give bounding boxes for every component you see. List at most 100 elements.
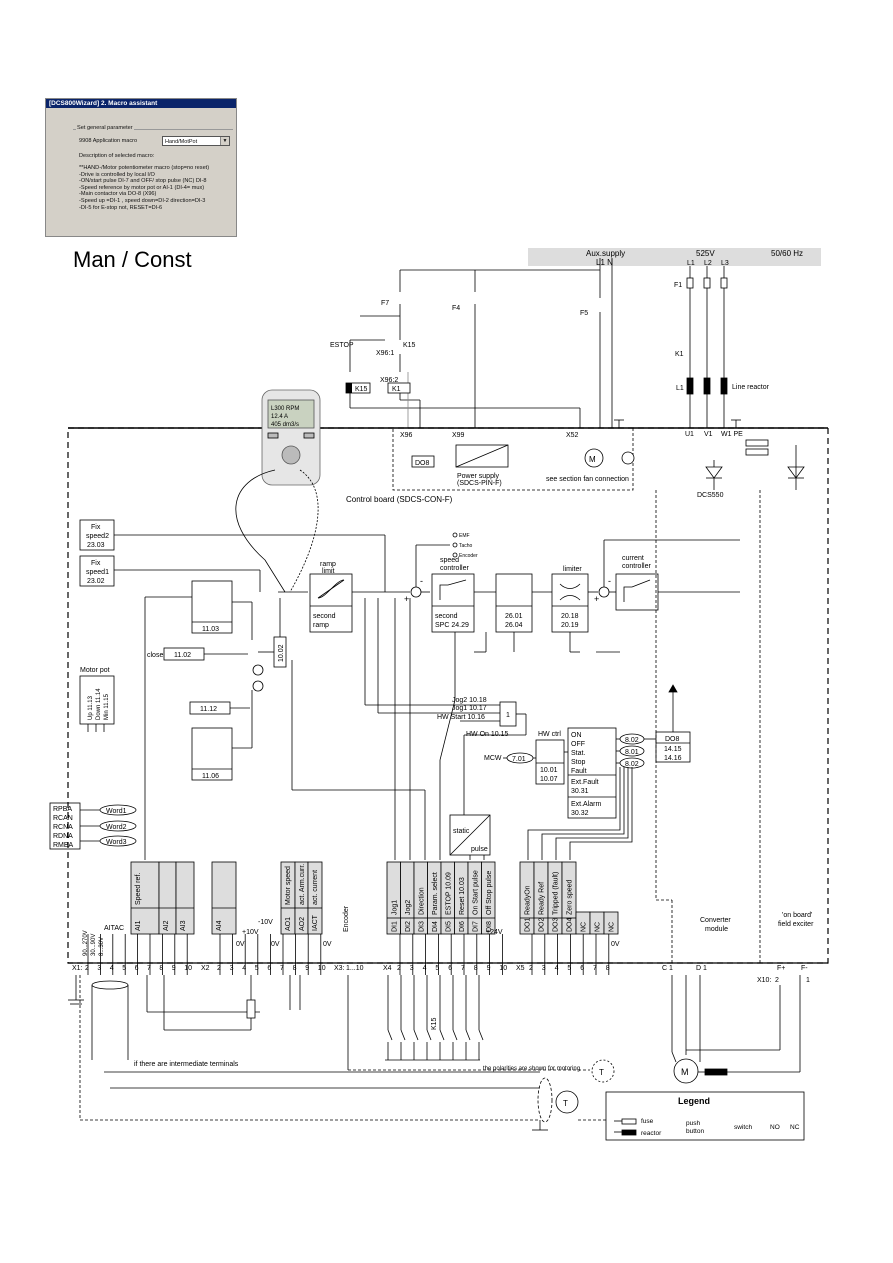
description-line: -Speed up =DI-1 , speed down=DI-2 direct…: [79, 197, 206, 204]
speed-ctrl-label: speed: [440, 557, 459, 564]
l2-label: L2: [704, 260, 712, 267]
digital-output-name: DO4: [567, 918, 574, 933]
analog-io-name: AI2: [163, 920, 170, 931]
freq-label: 50/60 Hz: [771, 249, 803, 258]
k1-label: K1: [675, 351, 684, 358]
digital-input-name: DI3: [419, 921, 426, 932]
chevron-down-icon[interactable]: ▼: [220, 137, 229, 145]
limiter-label: limiter: [563, 566, 582, 573]
terminal-x4: 6: [448, 965, 452, 972]
do8b: DO8: [665, 736, 680, 743]
description-line: **HAND-/Motor potentiometer macro (stop=…: [79, 165, 210, 171]
k15-contact-label: K15: [403, 342, 416, 349]
terminal-x4: 2: [397, 965, 401, 972]
voltage-label: 525V: [696, 249, 715, 258]
digital-input-function: Param. select: [432, 872, 439, 915]
mp-down: Down 11.14: [96, 688, 102, 720]
second-spc-label-2: SPC 24.29: [435, 622, 469, 629]
f7-label: F7: [381, 300, 389, 307]
digital-input-name: DI2: [405, 921, 412, 932]
application-macro-select[interactable]: Hand/MotPot ▼: [162, 136, 230, 146]
x1-label: X1:: [72, 965, 83, 972]
digital-output-name: DO1: [525, 918, 532, 933]
p2019: 20.19: [561, 622, 579, 629]
page-title: Man / Const: [73, 247, 192, 272]
group-border: [73, 129, 233, 130]
digital-input-function: Off Stop pulse: [486, 871, 493, 915]
digital-output-name: DO3: [553, 918, 560, 933]
v270: 90...270V: [83, 930, 89, 956]
select-value: Hand/MotPot: [165, 139, 198, 145]
legend-box: [605, 1091, 805, 1141]
input-switches: [387, 975, 484, 1060]
legend-switch: switch: [734, 1124, 752, 1131]
fan-motor-label: M: [589, 455, 596, 464]
terminal-x2: 7: [280, 965, 284, 972]
p1112: 11.12: [200, 706, 217, 713]
v1-label: V1: [704, 431, 713, 438]
fminus-label: F-: [801, 965, 808, 972]
second-ramp-label: second: [313, 613, 336, 620]
terminal-x4: 8: [474, 965, 478, 972]
st-on: ON: [571, 732, 582, 739]
word2: Word2: [106, 824, 127, 831]
description-line: -ON/start pulse DI-7 and OFF/ stop pulse…: [79, 178, 207, 185]
panel-line2: 12.4 A: [271, 414, 288, 420]
p10v: +10V: [242, 929, 259, 936]
w1pe-label: W1 PE: [721, 431, 743, 438]
terminal-x4: 3: [410, 965, 414, 972]
terminal-x1: 2: [85, 965, 89, 972]
ov3: 0V: [323, 941, 332, 948]
analog-io-name: AI3: [180, 920, 187, 931]
v90: 30...90V: [91, 934, 97, 956]
st-stop: Stop: [571, 759, 586, 766]
p2601: 26.01: [505, 613, 523, 620]
fplus-label: F+: [777, 965, 785, 972]
k15-relay-label: K15: [355, 386, 368, 393]
terminal-x5: 6: [580, 965, 584, 972]
digital-input-function: Jog1: [392, 900, 399, 915]
k15-bottom-label: K15: [431, 1017, 438, 1030]
terminal-x1: 4: [110, 965, 114, 972]
digital-input-function: On Start pulse: [473, 870, 480, 915]
ov4: 0V: [611, 941, 620, 948]
word1-tag: [99, 804, 137, 816]
power-supply-label-2: (SDCS-PIN-F): [457, 480, 502, 487]
fix2-label-c: 23.03: [87, 542, 105, 549]
fix1-label-c: 23.02: [87, 578, 105, 585]
aux-circuit: [349, 258, 624, 428]
description-line: -Drive is controlled by local I/O: [79, 171, 155, 178]
encoder-v: Encoder: [343, 905, 350, 932]
nc-label: NC: [609, 922, 616, 932]
tacho-label: Tacho: [459, 543, 473, 549]
encoder-label: Encoder: [459, 553, 478, 559]
p1002: 10.02: [278, 644, 285, 662]
motor-pot-label: Motor pot: [80, 667, 110, 674]
terminal-x4: 10: [499, 965, 507, 972]
terminal-x2: 4: [242, 965, 246, 972]
pulse-label: pulse: [471, 846, 488, 853]
intermediate-note: if there are intermediate terminals: [134, 1061, 239, 1068]
terminal-x2: 5: [255, 965, 259, 972]
rmba: RMBA: [53, 842, 74, 849]
terminal-x4: 4: [423, 965, 427, 972]
ramp-label: ramp: [320, 561, 336, 568]
x10-2-label: 2: [775, 977, 779, 984]
terminal-x1: 8: [159, 965, 163, 972]
terminal-x2: 2: [217, 965, 221, 972]
word2-tag: [99, 820, 137, 832]
legend-push: push: [686, 1120, 700, 1127]
fan-icon: [621, 451, 635, 465]
p1007: 10.07: [540, 776, 558, 783]
terminal-x2: 10: [318, 965, 326, 972]
plus-sign: +: [404, 594, 409, 604]
p1102: 11.02: [174, 652, 191, 659]
x3-label: X3:: [334, 965, 345, 972]
switch-1103: [191, 580, 233, 634]
c1-label: C 1: [662, 965, 673, 972]
digital-output-function: Zero speed: [567, 879, 574, 915]
power-circuit: [686, 266, 741, 428]
digital-output-name: DO2: [539, 918, 546, 933]
terminal-x5: 3: [542, 965, 546, 972]
do8-output-box: [655, 731, 691, 763]
